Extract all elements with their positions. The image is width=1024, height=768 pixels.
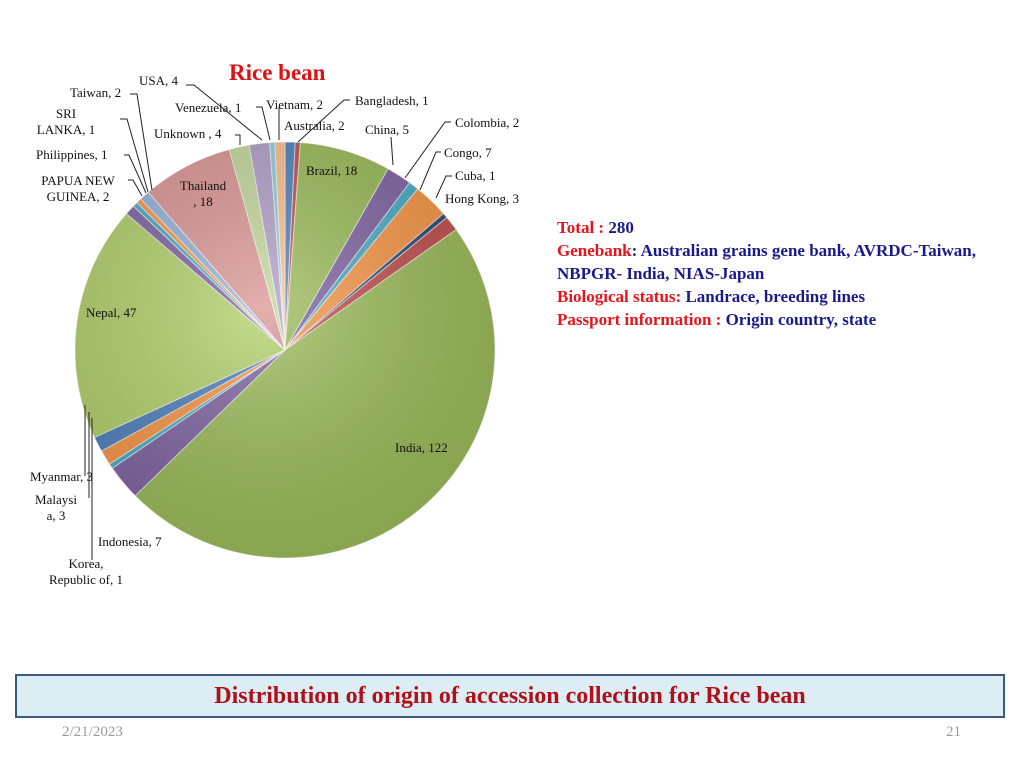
caption-banner: Distribution of origin of accession coll…: [15, 674, 1005, 718]
data-label: Korea, Republic of, 1: [48, 556, 123, 587]
data-label: Indonesia, 7: [98, 534, 162, 549]
total-value: 280: [608, 218, 634, 237]
data-label: Congo, 7: [444, 145, 492, 160]
data-label: Bangladesh, 1: [355, 93, 429, 108]
data-label: Nepal, 47: [86, 305, 137, 320]
leader-lines: [84, 84, 452, 560]
data-label: Venezuela, 1: [175, 100, 242, 115]
data-label: India, 122: [395, 440, 448, 455]
genebank-value: : Australian grains gene bank, AVRDC-Tai…: [557, 241, 976, 283]
genebank-label: Genebank: [557, 241, 632, 260]
data-label: Malaysi a, 3: [35, 492, 77, 523]
data-label: Hong Kong, 3: [445, 191, 520, 206]
data-label: SRI LANKA, 1: [36, 106, 96, 137]
data-label: Taiwan, 2: [70, 85, 122, 100]
data-label: Unknown , 4: [154, 126, 222, 141]
passport-value: Origin country, state: [725, 310, 877, 329]
data-label: USA, 4: [139, 73, 179, 88]
info-panel: Total : 280 Genebank: Australian grains …: [557, 216, 1007, 331]
data-label: Cuba, 1: [455, 168, 496, 183]
slide-number: 21: [946, 724, 961, 740]
passport-label: Passport information :: [557, 310, 722, 329]
data-label: Myanmar, 3: [30, 469, 94, 484]
bio-status-label: Biological status:: [557, 287, 682, 306]
data-label: Vietnam, 2: [266, 97, 323, 112]
total-label: Total :: [557, 218, 605, 237]
slide-date: 2/21/2023: [62, 724, 123, 740]
bio-status-value: Landrace, breeding lines: [685, 287, 866, 306]
data-label: PAPUA NEW GUINEA, 2: [41, 173, 115, 204]
data-label: Colombia, 2: [455, 115, 520, 130]
data-label: Brazil, 18: [306, 163, 358, 178]
data-label: Australia, 2: [284, 118, 345, 133]
data-label: China, 5: [365, 122, 410, 137]
data-label: Thailand , 18: [179, 178, 227, 209]
chart-title: Rice bean: [229, 60, 326, 85]
data-label: Philippines, 1: [36, 147, 108, 162]
